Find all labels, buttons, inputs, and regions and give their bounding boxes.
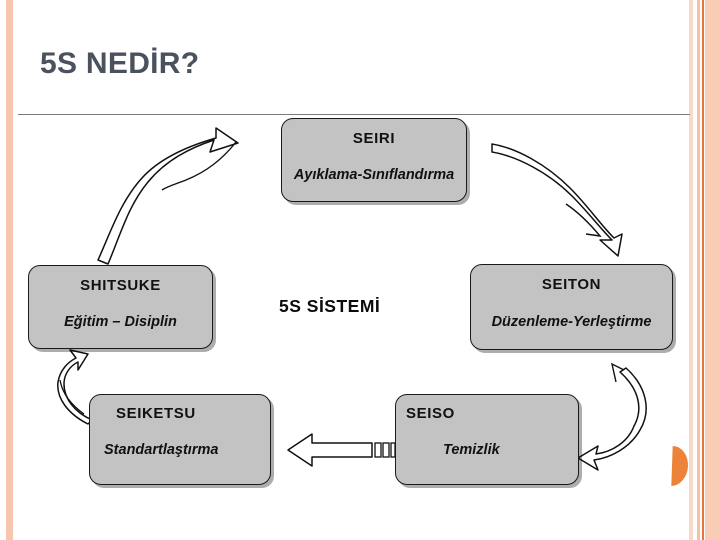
arrow-seiton-to-seiso-icon xyxy=(577,367,647,471)
arrow-seiketsu-to-shitsuke-tail xyxy=(59,379,85,415)
sbox-seiri[interactable]: SEIRI Ayıklama-Sınıflandırma xyxy=(281,118,467,202)
arrow-seiton-to-seiso-tail xyxy=(610,362,625,383)
sbox-seiketsu-japanese: SEIKETSU xyxy=(116,405,196,422)
orange-leaf-icon xyxy=(671,446,689,486)
arrow-shitsuke-to-seiri-tail xyxy=(161,141,237,191)
arrow-shitsuke-to-seiri-icon xyxy=(97,127,239,265)
sbox-seiso-japanese: SEISO xyxy=(406,405,455,422)
left-accent-stripe xyxy=(6,0,13,540)
sbox-shitsuke-turkish: Eğitim – Disiplin xyxy=(64,314,177,330)
sbox-seiketsu[interactable]: SEIKETSU Standartlaştırma xyxy=(89,394,271,485)
sbox-seiri-turkish: Ayıklama-Sınıflandırma xyxy=(293,167,455,183)
sbox-seiketsu-turkish: Standartlaştırma xyxy=(104,442,219,458)
sbox-seiton-japanese: SEITON xyxy=(541,276,602,293)
sbox-seiton-turkish: Düzenleme-Yerleştirme xyxy=(491,314,652,330)
arrow-seiri-to-seiton-icon xyxy=(491,143,623,257)
right-accent-stripe-2 xyxy=(697,0,700,540)
center-system-label: 5S SİSTEMİ xyxy=(279,296,381,316)
sbox-seiri-japanese: SEIRI xyxy=(352,130,396,147)
right-accent-stripe-3 xyxy=(702,0,704,540)
title-divider xyxy=(18,114,690,115)
arrow-seiketsu-to-shitsuke-icon xyxy=(57,349,93,425)
right-accent-stripe-1 xyxy=(689,0,693,540)
right-accent-stripe-4 xyxy=(705,0,720,540)
sbox-shitsuke[interactable]: SHITSUKE Eğitim – Disiplin xyxy=(28,265,213,349)
arrow-seiso-to-seiketsu-icon xyxy=(287,433,396,467)
arrow-seiri-to-seiton-tail xyxy=(565,203,602,237)
sbox-shitsuke-japanese: SHITSUKE xyxy=(80,277,161,294)
sbox-seiton[interactable]: SEITON Düzenleme-Yerleştirme xyxy=(470,264,673,350)
sbox-seiso[interactable]: SEISO Temizlik xyxy=(395,394,579,485)
page-title: 5S NEDİR? xyxy=(40,47,200,80)
sbox-seiso-turkish: Temizlik xyxy=(443,442,500,458)
